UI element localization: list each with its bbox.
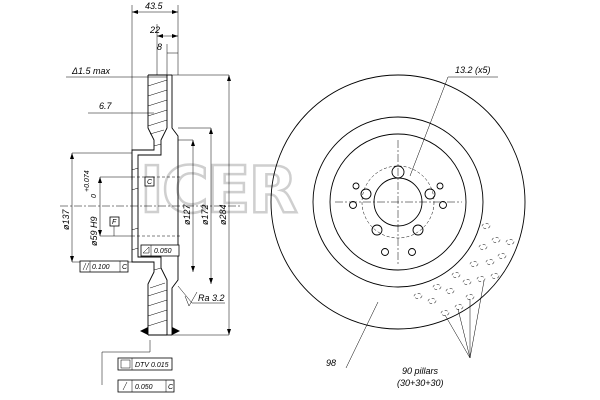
front-view xyxy=(270,74,526,369)
dtv-value: 0.015 xyxy=(151,362,169,369)
dim-127: ø127 xyxy=(182,203,192,225)
pilot-hole xyxy=(408,248,416,256)
dim-8: 8 xyxy=(157,42,162,52)
roughness-label: Ra 3.2 xyxy=(198,293,225,303)
inner-rim-circle xyxy=(312,116,484,288)
dtv-frame xyxy=(117,357,173,371)
datum-c-box xyxy=(144,176,155,187)
dim-runout-max: Δ1.5 max xyxy=(71,66,111,76)
pillars-count: 90 pillars xyxy=(402,366,439,376)
bolt-hole-4 xyxy=(371,224,383,236)
parallelism-value: 0.100 xyxy=(92,264,110,271)
datum-f-label: F xyxy=(112,219,117,226)
pillars-breakdown: (30+30+30) xyxy=(397,378,444,388)
parallelism-datum: C xyxy=(122,264,128,271)
dim-43-5: 43.5 xyxy=(145,1,164,11)
outer-rim-circle xyxy=(270,74,526,330)
section-hatching xyxy=(131,79,168,327)
rotor-vent-plate xyxy=(171,75,179,335)
side-section-view xyxy=(60,5,240,393)
hat-circle xyxy=(329,133,467,271)
bolt-hole-2 xyxy=(424,188,436,200)
dim-59-h9: ø59 H9 xyxy=(89,216,99,246)
dim-59-tol-lower: 0 xyxy=(91,194,98,198)
runout-datum: C xyxy=(168,384,174,391)
flatness-symbol xyxy=(142,246,150,254)
dim-pcd: 98 xyxy=(326,358,336,368)
pilot-hole xyxy=(439,201,447,209)
flatness-value: 0.050 xyxy=(154,248,172,255)
dtv-label: DTV xyxy=(135,362,150,369)
dim-172: ø172 xyxy=(200,204,210,225)
parallelism-frame xyxy=(79,260,129,273)
bolt-hole-3 xyxy=(412,224,424,236)
datum-c-label: C xyxy=(147,179,153,186)
bolt-hole-leader xyxy=(409,76,449,177)
pilot-hole xyxy=(381,248,389,256)
roughness-symbol xyxy=(184,291,198,307)
bolt-hole-5 xyxy=(360,188,372,200)
dim-284: ø284 xyxy=(218,204,228,225)
runout-value: 0.050 xyxy=(135,384,153,391)
runout-symbol xyxy=(122,381,128,391)
dim-59-tol-upper: +0.074 xyxy=(84,170,91,192)
pcd-leader xyxy=(345,301,379,369)
pillars xyxy=(413,223,515,316)
dim-22: 22 xyxy=(149,25,160,35)
pilot-hole xyxy=(349,201,357,209)
parallelism-symbol xyxy=(82,262,87,271)
pilot-hole xyxy=(436,182,444,190)
dim-6-7: 6.7 xyxy=(99,101,113,111)
datum-f-box xyxy=(109,216,120,227)
dtv-symbol xyxy=(120,359,131,369)
dim-bolt-holes: 13.2 (x5) xyxy=(455,65,491,75)
dim-137: ø137 xyxy=(61,208,71,230)
bolt-hole-1 xyxy=(391,165,405,179)
flatness-frame xyxy=(140,244,180,257)
pilot-hole xyxy=(352,182,360,190)
watermark-logo: ICER xyxy=(140,154,297,228)
